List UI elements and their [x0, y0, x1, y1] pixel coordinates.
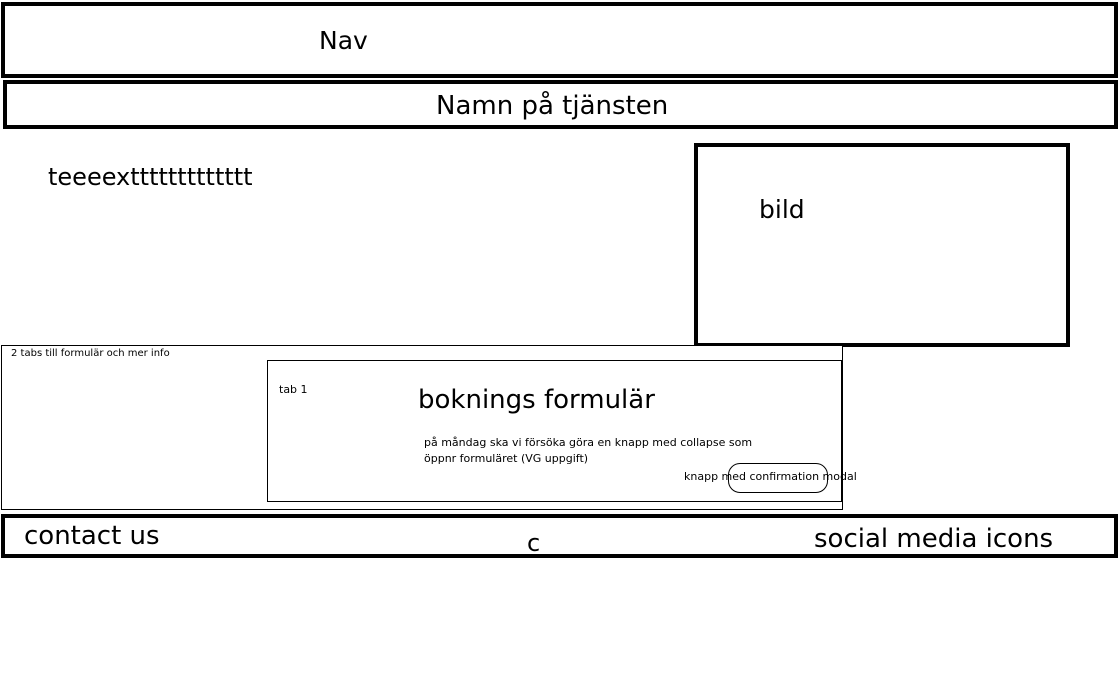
footer-center-text: c [527, 529, 541, 557]
body-text: teeeexttttttttttttt [48, 163, 253, 191]
tab-panel [267, 360, 842, 502]
footer-social-media-icons[interactable]: social media icons [814, 524, 1054, 554]
image-label: bild [759, 195, 805, 224]
service-name-label: Namn på tjänsten [436, 91, 669, 121]
confirmation-modal-button[interactable]: knapp med confirmation modal [684, 470, 857, 483]
nav-label: Nav [319, 26, 368, 55]
confirmation-button-outline[interactable] [728, 463, 828, 493]
footer-contact-us[interactable]: contact us [24, 521, 160, 551]
footer [1, 514, 1118, 558]
image-placeholder [694, 143, 1070, 347]
tabs-section-label: 2 tabs till formulär och mer info [11, 348, 170, 359]
booking-form-title: boknings formulär [418, 385, 655, 415]
form-description-line-1: på måndag ska vi försöka göra en knapp m… [424, 436, 753, 449]
service-name-bar [3, 80, 1118, 129]
form-description-line-2: öppnr formuläret (VG uppgift) [424, 452, 589, 465]
tab-1[interactable]: tab 1 [279, 383, 308, 396]
nav-bar [1, 2, 1118, 78]
